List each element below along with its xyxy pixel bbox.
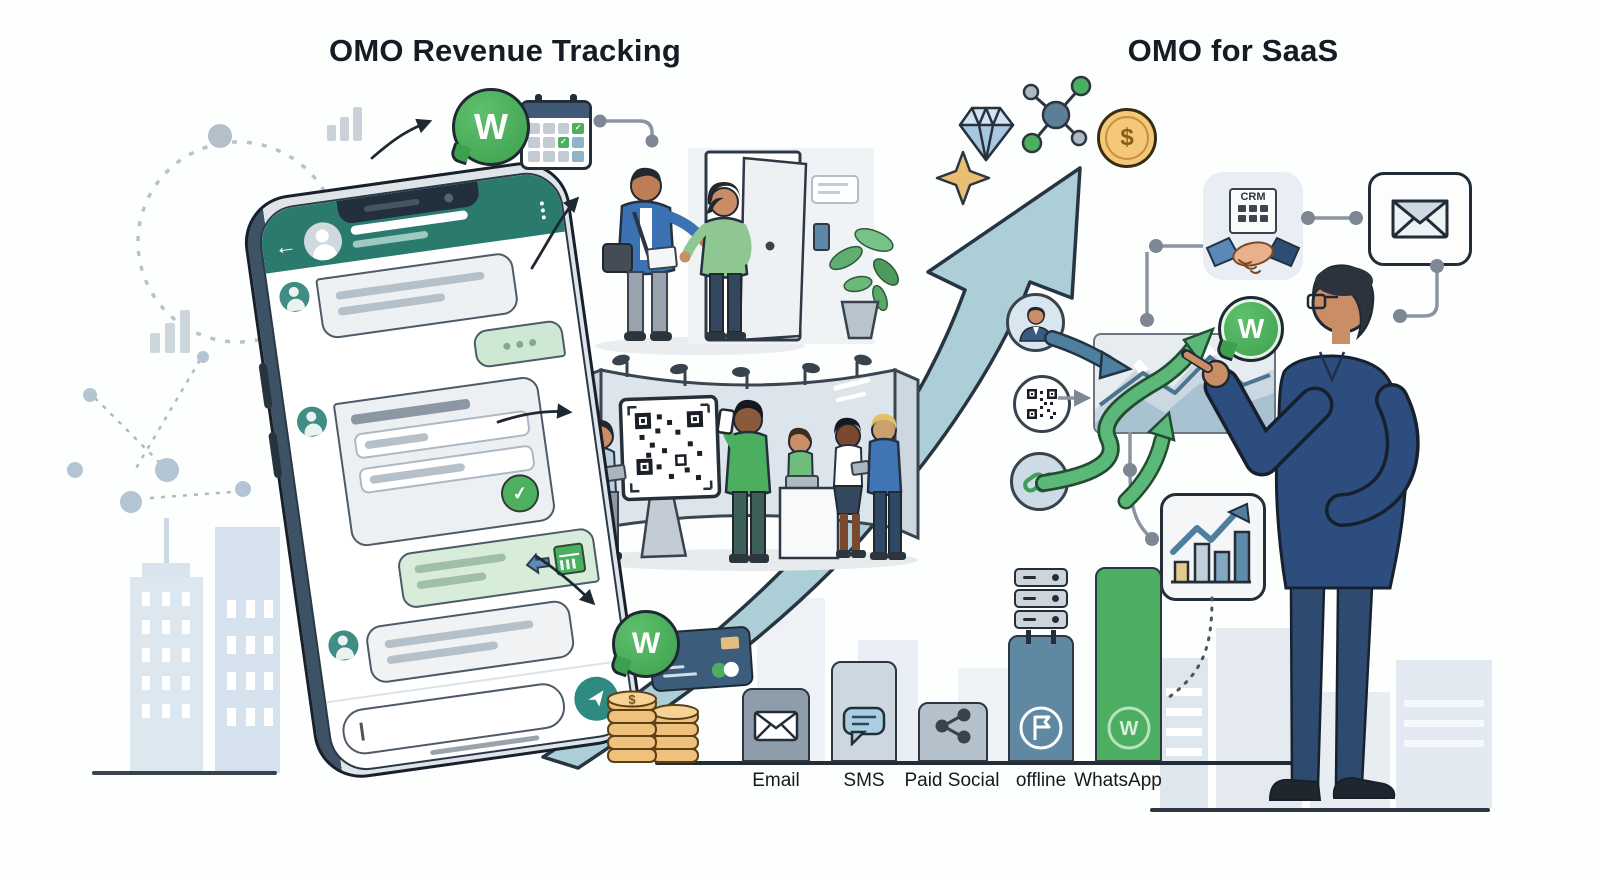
calendar-icon — [520, 94, 592, 170]
chat-body: ✓ — [266, 232, 624, 692]
form-message: ✓ — [295, 370, 595, 554]
dollar-sign: $ — [1120, 124, 1134, 151]
bar-label-offline: offline — [1015, 770, 1067, 791]
page-title-left: OMO Revenue Tracking — [329, 33, 681, 68]
message-input — [339, 680, 568, 758]
sms-bubble-icon — [842, 706, 886, 746]
text-cursor — [359, 722, 365, 741]
skyline-left — [130, 518, 280, 773]
plant — [829, 228, 899, 340]
spotlights — [612, 354, 872, 389]
envelope-icon — [753, 710, 799, 742]
booth-visitor-3 — [866, 413, 906, 560]
doorstep-scene — [595, 148, 899, 355]
avatar — [295, 404, 329, 439]
qr-code-icon — [1013, 375, 1071, 433]
qr-board — [618, 394, 722, 559]
person-icon — [1006, 293, 1065, 352]
envelope-panel — [1368, 172, 1472, 266]
typing-indicator — [472, 318, 567, 370]
network-icon — [1021, 75, 1092, 154]
crm-icon: CRM — [1203, 172, 1303, 280]
salesman-figure — [602, 167, 711, 341]
dashed-connector — [1166, 596, 1214, 700]
diamond-icon — [958, 106, 1015, 162]
chat-screen: ← ✓ — [255, 167, 638, 775]
smartphone-chat: ← ✓ — [238, 156, 646, 784]
crm-label: CRM — [1240, 191, 1266, 203]
bar-email — [742, 688, 810, 762]
checkmark-icon: ✓ — [498, 471, 542, 515]
coin-stack-icon: $ — [607, 690, 699, 763]
whatsapp-icon: W — [612, 610, 680, 678]
bar-sms — [831, 661, 897, 762]
whatsapp-letter: W — [474, 106, 508, 147]
door-customer-figure — [679, 182, 752, 340]
bar-offline — [1008, 635, 1074, 762]
bar-label-email: Email — [752, 770, 800, 791]
booth-visitor-2 — [832, 417, 871, 558]
avatar — [326, 628, 361, 663]
qr-code-icon — [634, 410, 704, 481]
avatar — [301, 219, 345, 263]
skyline-right — [1160, 628, 1492, 808]
network-decor — [67, 351, 251, 513]
avatar — [277, 279, 312, 314]
volume-button — [268, 431, 283, 479]
bar-paid-social — [918, 702, 988, 762]
ground-line-right — [1150, 808, 1490, 812]
whatsapp-icon: W — [1218, 296, 1284, 362]
whatsapp-letter: W — [1237, 313, 1265, 344]
page-title-right: OMO for SaaS — [1127, 33, 1339, 68]
envelope-icon — [1391, 199, 1449, 239]
server-icon — [1014, 568, 1068, 644]
whatsapp-icon: W — [1107, 706, 1150, 750]
ground-line-left — [92, 771, 277, 775]
booth-counter — [778, 427, 840, 560]
back-arrow-icon: ← — [272, 232, 298, 261]
reply-arrow-icon — [525, 552, 551, 575]
svg-text:$: $ — [628, 692, 636, 707]
bar-chart-icon — [1160, 493, 1266, 601]
bar-label-paid-social: Paid Social — [904, 770, 1000, 791]
handshake-icon — [1205, 236, 1301, 274]
booth-scanner-figure — [716, 399, 772, 563]
crm-terminal: CRM — [1229, 188, 1277, 234]
calendar-icon — [552, 542, 587, 577]
flag-badge-icon — [1019, 706, 1063, 750]
svg-text:W: W — [1119, 718, 1138, 740]
link-icon — [1010, 452, 1069, 511]
sparkle-icon — [935, 150, 991, 206]
bar-label-sms: SMS — [843, 770, 885, 791]
dollar-coin-icon: $ — [1097, 108, 1157, 168]
tradeshow-scene — [573, 354, 920, 571]
share-nodes-icon — [935, 708, 971, 744]
volume-button — [258, 362, 273, 410]
bar-whatsapp: W — [1095, 567, 1162, 762]
bar-label-whatsapp: WhatsApp — [1074, 770, 1162, 791]
whatsapp-icon: W — [452, 88, 530, 166]
whatsapp-letter: W — [631, 627, 661, 660]
